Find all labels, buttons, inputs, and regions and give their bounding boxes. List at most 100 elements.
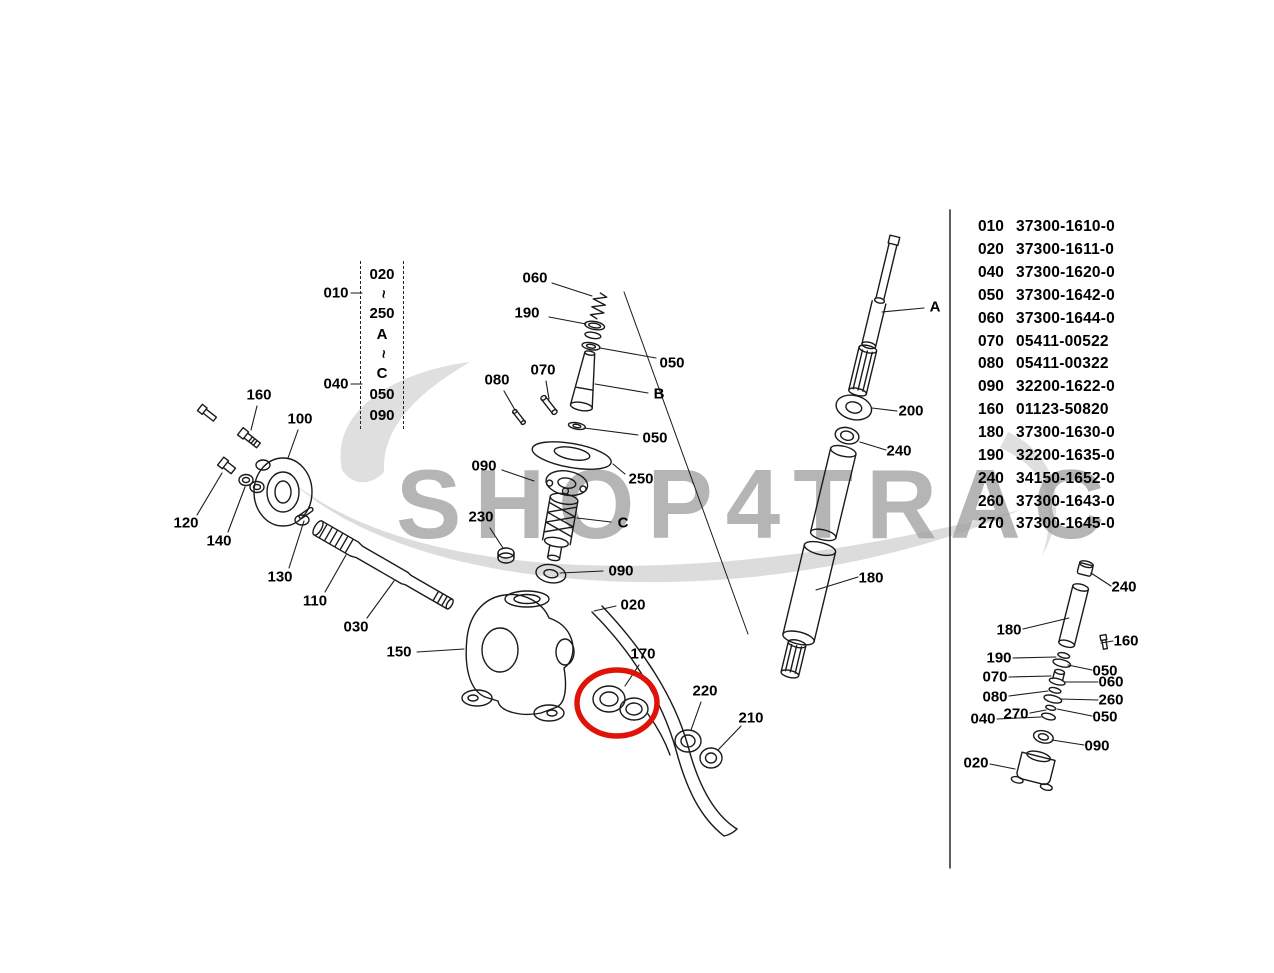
parts-list-row: 060 37300-1644-0: [978, 307, 1115, 330]
bracket-item: C: [376, 365, 388, 382]
part-ref: 010: [978, 218, 1004, 236]
callout-250: 250: [628, 470, 654, 488]
pin-070: [540, 394, 558, 416]
callout-010: 010: [323, 284, 349, 302]
callout-090: 090: [471, 457, 497, 475]
callout-090: 090: [1084, 737, 1110, 755]
parts-list-row: 090 32200-1622-0: [978, 376, 1115, 399]
part-ref: 160: [978, 401, 1004, 419]
part-number: 01123-50820: [1016, 401, 1109, 419]
callout-A: A: [929, 298, 941, 316]
callout-210: 210: [738, 709, 764, 727]
part-number: 34150-1652-0: [1016, 469, 1115, 487]
part-ref: 020: [978, 241, 1004, 259]
part-number: 37300-1610-0: [1016, 218, 1115, 236]
parts-list-row: 040 37300-1620-0: [978, 262, 1115, 285]
nut-230: [497, 547, 515, 564]
callout-130: 130: [267, 568, 293, 586]
part-ref: 260: [978, 492, 1004, 510]
parts-list-row: 010 37300-1610-0: [978, 216, 1115, 239]
callout-070: 070: [982, 668, 1008, 686]
callout-050: 050: [1092, 662, 1118, 680]
callout-240: 240: [886, 442, 912, 460]
gearbox-housing: [461, 590, 575, 722]
callout-220: 220: [692, 682, 718, 700]
callout-120: 120: [173, 514, 199, 532]
callout-020: 020: [620, 596, 646, 614]
parts-list-row: 180 37300-1630-0: [978, 422, 1115, 445]
bracket-item: 090: [369, 407, 395, 424]
part-number: 37300-1642-0: [1016, 286, 1115, 304]
callout-050: 050: [659, 354, 685, 372]
part-number: 37300-1630-0: [1016, 424, 1115, 442]
part-number: 37300-1645-0: [1016, 515, 1115, 533]
inset-assembly: [1010, 560, 1109, 792]
parts-list-row: 160 01123-50820: [978, 399, 1115, 422]
callout-110: 110: [302, 592, 328, 610]
callout-100: 100: [287, 410, 313, 428]
callout-080: 080: [982, 688, 1008, 706]
part-ref: 080: [978, 355, 1004, 373]
part-ref: 050: [978, 286, 1004, 304]
callout-150: 150: [386, 643, 412, 661]
part-ref: 040: [978, 264, 1004, 282]
parts-list-row: 270 37300-1645-0: [978, 513, 1115, 536]
callout-140: 140: [206, 532, 232, 550]
part-number: 32200-1635-0: [1016, 446, 1115, 464]
part-ref: 180: [978, 424, 1004, 442]
callout-190: 190: [514, 304, 540, 322]
bracket-item: 020: [369, 266, 395, 283]
callout-020: 020: [963, 754, 989, 772]
part-number: 05411-00322: [1016, 355, 1109, 373]
bracket-item: A: [376, 326, 388, 343]
drop-arm-link: [591, 605, 738, 837]
callout-B: B: [653, 385, 665, 403]
leader-lines: [196, 282, 1114, 770]
steering-shaft-assembly: [780, 234, 901, 679]
flange-assembly: [196, 403, 454, 610]
part-ref: 190: [978, 446, 1004, 464]
callout-030: 030: [343, 618, 369, 636]
callout-180: 180: [996, 621, 1022, 639]
part-ref: 090: [978, 378, 1004, 396]
callout-040: 040: [970, 710, 996, 728]
callout-160: 160: [1113, 632, 1139, 650]
part-number: 05411-00522: [1016, 332, 1109, 350]
part-ref: 060: [978, 309, 1004, 327]
part-number: 32200-1622-0: [1016, 378, 1115, 396]
callout-180: 180: [858, 569, 884, 587]
part-number: 37300-1620-0: [1016, 264, 1115, 282]
watermark-text: SHOP4TRAC: [396, 449, 1118, 559]
callout-040: 040: [323, 375, 349, 393]
pin-080: [511, 408, 527, 426]
callout-270: 270: [1003, 705, 1029, 723]
worm-shaft-stack: [531, 292, 612, 584]
part-ref: 270: [978, 515, 1004, 533]
callout-090: 090: [608, 562, 634, 580]
bushing-170: [592, 685, 649, 721]
callout-170: 170: [630, 645, 656, 663]
part-ref: 070: [978, 332, 1004, 350]
callout-230: 230: [468, 508, 494, 526]
callout-080: 080: [484, 371, 510, 389]
callout-260: 260: [1098, 691, 1124, 709]
callout-050: 050: [1092, 708, 1118, 726]
callout-160: 160: [246, 386, 272, 404]
callout-240: 240: [1111, 578, 1137, 596]
callout-070: 070: [530, 361, 556, 379]
bracket-item: ~: [373, 289, 391, 299]
bracket-item: ~: [373, 349, 391, 359]
parts-list-row: 260 37300-1643-0: [978, 490, 1115, 513]
parts-list-row: 080 05411-00322: [978, 353, 1115, 376]
parts-list-row: 190 32200-1635-0: [978, 444, 1115, 467]
callout-190: 190: [986, 649, 1012, 667]
highlight-circle-170: [574, 667, 660, 739]
part-number: 37300-1644-0: [1016, 309, 1115, 327]
part-number: 37300-1643-0: [1016, 492, 1115, 510]
bracket-item: 250: [369, 305, 395, 322]
